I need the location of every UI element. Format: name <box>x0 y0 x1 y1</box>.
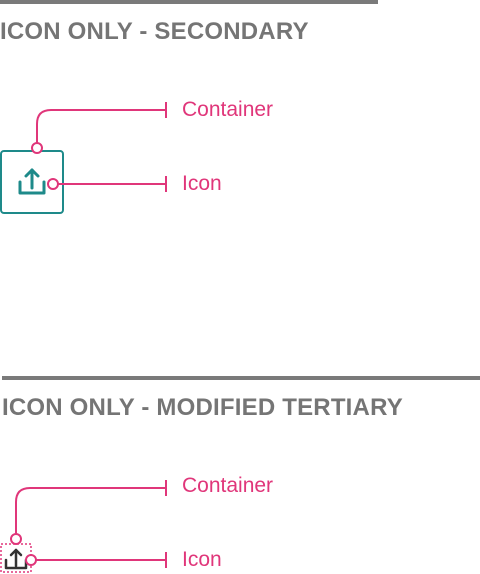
icon-callout-anchor <box>25 554 37 566</box>
section-divider <box>2 376 480 380</box>
icon-callout-anchor <box>47 178 59 190</box>
container-callout-label: Container <box>182 474 274 497</box>
icon-callout-line <box>58 176 167 192</box>
container-callout-label: Container <box>182 98 274 121</box>
secondary-icon-button <box>0 150 64 214</box>
section-divider <box>0 0 378 4</box>
container-callout-anchor <box>31 142 43 154</box>
container-callout-anchor <box>10 533 22 545</box>
container-callout-line <box>15 480 167 535</box>
upload-icon <box>18 168 46 195</box>
section-title: ICON ONLY - MODIFIED TERTIARY <box>2 394 403 421</box>
icon-callout-line <box>36 552 167 568</box>
container-callout-line <box>36 102 167 144</box>
icon-callout-label: Icon <box>182 548 222 571</box>
icon-callout-label: Icon <box>182 172 222 195</box>
upload-icon <box>4 548 28 570</box>
section-title: ICON ONLY - SECONDARY <box>0 18 309 45</box>
